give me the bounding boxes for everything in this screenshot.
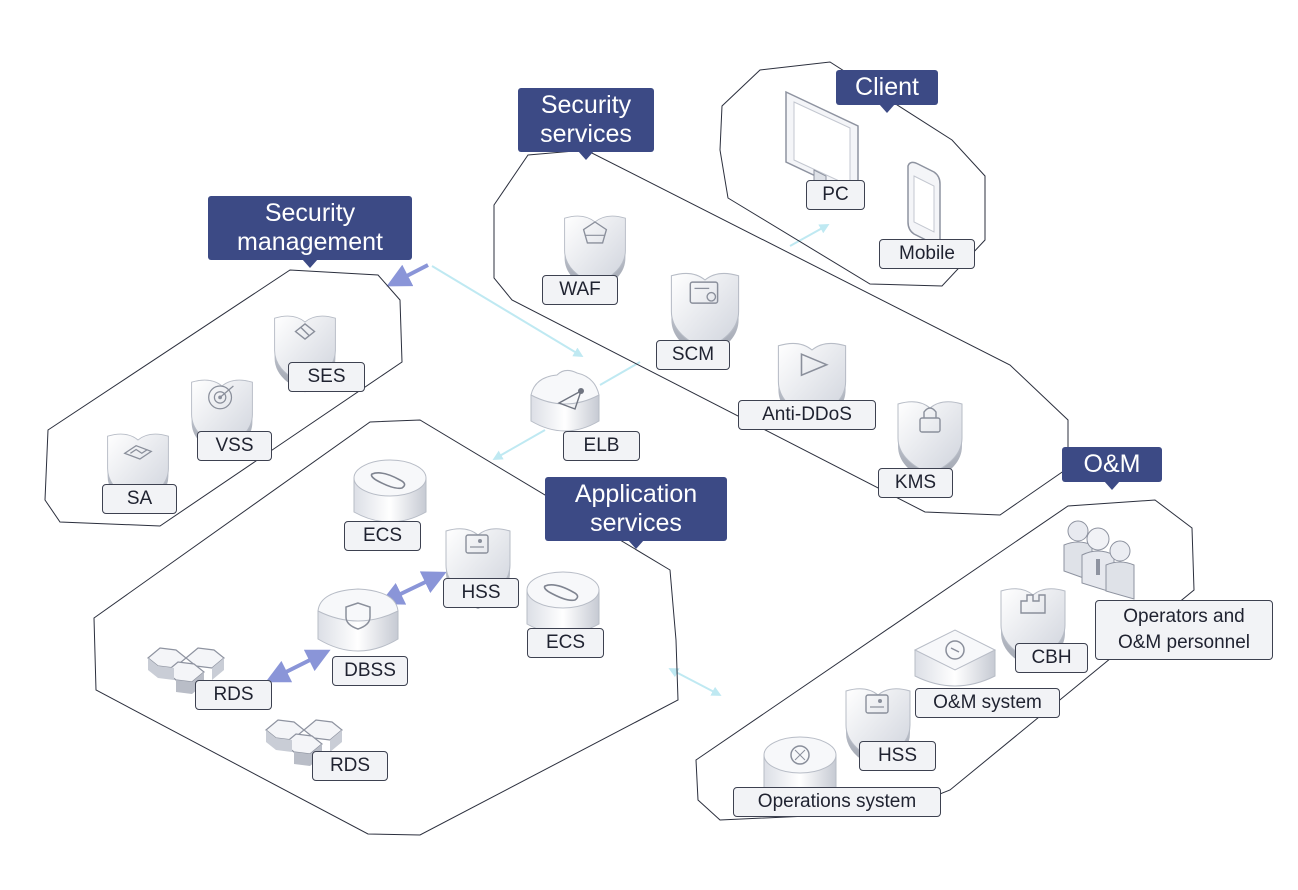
group-boundaries	[44, 61, 1195, 836]
connector-hss-dbss	[379, 571, 447, 605]
node-label-cbh: CBH	[1015, 643, 1088, 673]
boundary-client	[719, 61, 986, 287]
node-label-ecs-bottom: ECS	[527, 628, 604, 658]
node-label-hss-om: HSS	[859, 741, 936, 771]
node-label-operators: Operators and O&M personnel	[1095, 600, 1273, 660]
server-clip-icon	[353, 459, 427, 523]
chart-shield-icon	[107, 433, 169, 511]
connector-elb-app	[492, 429, 546, 460]
node-label-operations-system: Operations system	[733, 787, 941, 817]
certificate-shield-icon	[670, 272, 740, 359]
connector-services-client	[789, 224, 830, 247]
boundary-application-services	[93, 419, 679, 836]
group-title-security-services: Security services	[518, 88, 654, 160]
node-label-vss: VSS	[197, 431, 272, 461]
node-label-om-system: O&M system	[915, 688, 1060, 718]
group-title-client: Client	[836, 70, 938, 113]
node-label-mobile: Mobile	[879, 239, 975, 269]
node-label-ecs-top: ECS	[344, 521, 421, 551]
load-balancer-icon	[530, 369, 600, 432]
boundary-security-services	[493, 149, 1069, 516]
database-shield-icon	[317, 588, 399, 652]
group-title-application-services: Application services	[545, 477, 727, 549]
node-label-waf: WAF	[542, 275, 618, 305]
ops-server-icon	[763, 736, 837, 800]
node-label-ses: SES	[288, 362, 365, 392]
firewall-shield-icon	[564, 215, 626, 293]
people-icon	[1063, 520, 1135, 600]
node-label-sa: SA	[102, 484, 177, 514]
node-label-pc: PC	[806, 180, 865, 210]
connector-app-om	[668, 668, 722, 696]
connector-dbss-rds	[265, 649, 331, 683]
connectors	[265, 224, 830, 696]
node-label-hss-app: HSS	[443, 578, 519, 608]
phone-icon	[907, 161, 941, 245]
sync-shield-icon	[274, 315, 336, 393]
connector-mgmt-elb	[431, 265, 584, 358]
group-title-security-management: Security management	[208, 196, 412, 268]
host-card-icon	[445, 528, 511, 610]
connector-mgmt	[386, 263, 429, 287]
target-shield-icon	[191, 379, 253, 457]
gear-server-icon	[913, 629, 997, 687]
triangle-shield-icon	[777, 342, 847, 429]
node-label-rds-top: RDS	[195, 680, 272, 710]
node-label-anti-ddos: Anti-DDoS	[738, 400, 876, 430]
node-label-kms: KMS	[878, 468, 953, 498]
server-clip-icon-2	[526, 571, 600, 635]
node-label-dbss: DBSS	[332, 656, 408, 686]
group-title-om: O&M	[1062, 447, 1162, 490]
bastion-icon	[1000, 588, 1066, 670]
host-card-icon-2	[845, 688, 911, 770]
lock-shield-icon	[897, 401, 963, 483]
boundary-security-management	[44, 269, 403, 527]
node-label-rds-bottom: RDS	[312, 751, 388, 781]
boundary-om	[695, 499, 1195, 821]
connector-scm-elb	[599, 361, 641, 386]
node-label-elb: ELB	[563, 431, 640, 461]
node-label-scm: SCM	[656, 340, 730, 370]
